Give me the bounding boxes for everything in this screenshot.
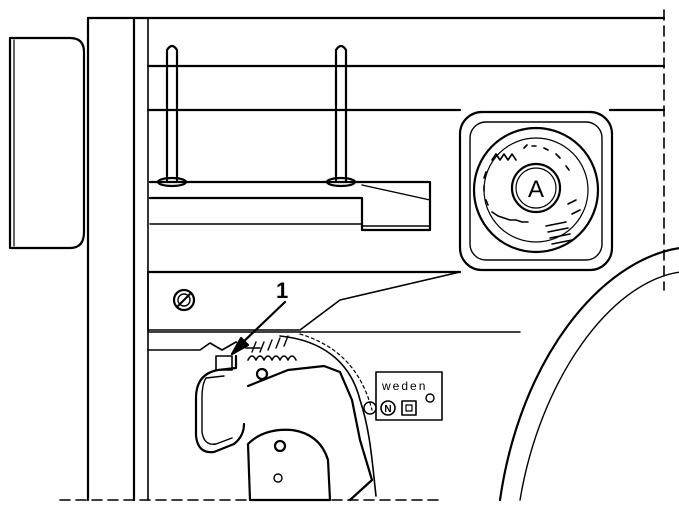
nameplate [375,371,443,421]
panel-badge-n [380,400,396,416]
presser-curve [279,335,377,497]
tension-post [255,367,269,381]
presser-curve-outer [299,333,373,411]
dial-marks-bottom [545,199,581,245]
panel-dot [425,393,435,403]
head-outline [147,271,461,331]
dial-letter: A [528,176,544,203]
spool-tray [148,180,432,232]
face-plate-break [147,341,261,351]
needle-housing [246,364,374,502]
panel-badge-square-inner [405,404,413,412]
lower-dial[interactable] [246,428,332,502]
body-arm-curve [498,247,679,502]
spool-pin-right [334,44,348,182]
thread-guide-hook[interactable] [194,354,246,454]
body-arm-curve-inner [519,271,679,501]
lower-dial-hole [273,473,283,483]
panel-badge-n-letter: N [384,404,391,415]
spool-pin-left [165,44,179,182]
dial-outer[interactable] [472,126,600,254]
dial-marks-left [483,171,529,223]
arrow-icon-shaft [238,300,287,347]
callout-number: 1 [276,278,288,303]
panel-badge-square [401,400,417,416]
screw-inner [177,293,191,307]
handwheel [8,36,86,250]
screw-slot [177,293,191,307]
dial-housing-inner [469,121,603,261]
lower-dial-knob [273,439,287,453]
dial-center [510,162,562,214]
panel-text: weden [381,379,427,393]
thread-guide-hook-inner [201,375,233,445]
panel-badge-left [363,401,377,415]
dial-housing [458,110,614,272]
spring-coil-2 [251,335,289,353]
screw-icon [172,288,196,312]
guide-clip [215,355,233,371]
arrow-icon [230,336,250,356]
dial-marks-top [491,144,570,171]
spring-icon [247,355,297,361]
tray-wedge [361,184,431,227]
dial-center-inner [515,167,557,209]
